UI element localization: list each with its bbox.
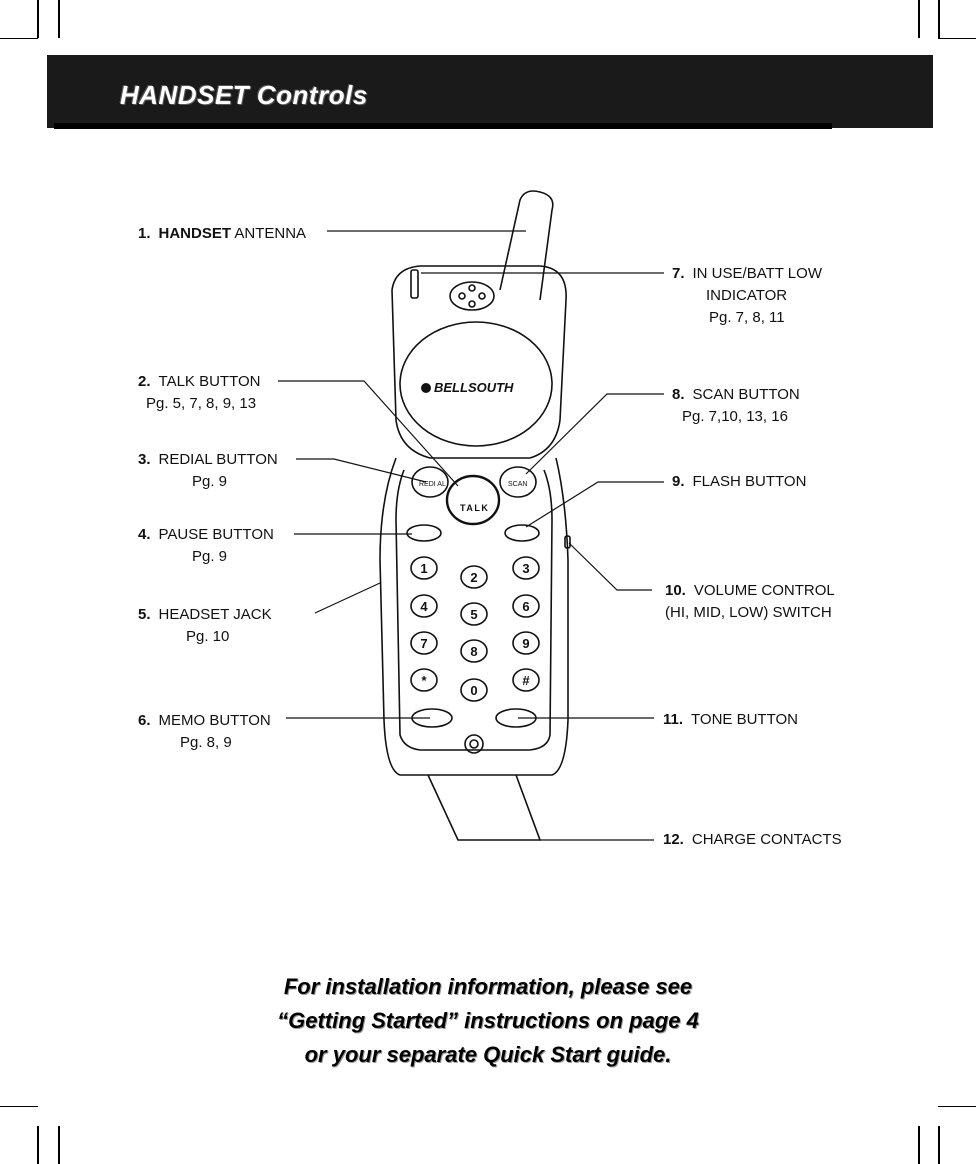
talk-key-label: TALK <box>460 503 489 513</box>
callout-6: 6.MEMO BUTTON Pg. 8, 9 <box>138 712 271 751</box>
callout-7: 7.IN USE/BATT LOW INDICATOR Pg. 7, 8, 11 <box>672 265 822 326</box>
charge-contacts <box>427 774 542 841</box>
key-star: * <box>421 673 427 688</box>
volume-switch <box>564 535 571 549</box>
keypad-keys <box>410 556 540 702</box>
speaker-grille <box>449 281 495 311</box>
keypad-panel <box>395 469 553 751</box>
key-2: 2 <box>470 570 477 585</box>
key-3: 3 <box>522 561 529 576</box>
earpiece-window <box>399 321 553 447</box>
key-0: 0 <box>470 683 477 698</box>
callout-1: 1.HANDSET ANTENNA <box>138 225 307 242</box>
antenna <box>499 190 554 301</box>
callout-4: 4.PAUSE BUTTON Pg. 9 <box>138 526 274 565</box>
installation-note-line-3: or your separate Quick Start guide. <box>304 1042 672 1067</box>
handset-lower-body <box>379 457 569 776</box>
callout-3: 3.REDIAL BUTTON Pg. 9 <box>138 451 278 490</box>
microphone <box>464 734 484 754</box>
crop-mark <box>58 0 60 38</box>
callout-11: 11.TONE BUTTON <box>663 711 798 728</box>
crop-mark <box>0 38 38 39</box>
in-use-led <box>410 269 419 299</box>
callout-8: 8.SCAN BUTTON Pg. 7,10, 13, 16 <box>672 386 800 425</box>
callout-9: 9.FLASH BUTTON <box>672 473 807 490</box>
header-bar <box>47 55 933 128</box>
crop-mark <box>58 1126 60 1164</box>
crop-mark <box>938 38 976 39</box>
callout-10: 10.VOLUME CONTROL (HI, MID, LOW) SWITCH <box>665 582 835 621</box>
key-5: 5 <box>470 607 477 622</box>
handset-upper-body <box>391 265 567 459</box>
scan-button-shape <box>499 466 537 498</box>
crop-mark <box>938 1126 940 1164</box>
key-4: 4 <box>420 599 428 614</box>
installation-note: For installation information, please see… <box>0 970 976 1072</box>
installation-note-line-1: For installation information, please see <box>283 974 693 999</box>
callout-5: 5.HEADSET JACK Pg. 10 <box>138 606 272 645</box>
brand-logo: BELLSOUTH <box>434 380 514 395</box>
redial-key-label: REDI AL <box>419 481 446 488</box>
key-8: 8 <box>470 644 477 659</box>
crop-mark <box>938 1106 976 1107</box>
callout-12: 12.CHARGE CONTACTS <box>663 831 842 848</box>
key-1: 1 <box>420 561 427 576</box>
leader-lines <box>278 230 664 841</box>
header-shadow <box>54 123 832 129</box>
redial-button-shape <box>411 466 449 498</box>
crop-mark <box>918 1126 920 1164</box>
crop-mark <box>37 0 39 38</box>
flash-button-shape <box>504 524 540 542</box>
key-hash: # <box>522 673 530 688</box>
callout-2: 2.TALK BUTTON Pg. 5, 7, 8, 9, 13 <box>138 373 261 412</box>
crop-mark <box>37 1126 39 1164</box>
pause-button-shape <box>406 524 442 542</box>
key-6: 6 <box>522 599 529 614</box>
crop-mark <box>918 0 920 38</box>
brand-bell-icon <box>421 383 431 393</box>
key-9: 9 <box>522 636 529 651</box>
crop-mark <box>938 0 940 38</box>
key-7: 7 <box>420 636 427 651</box>
installation-note-line-2: “Getting Started” instructions on page 4 <box>277 1008 699 1033</box>
talk-button-shape <box>445 474 501 526</box>
crop-mark <box>0 1106 38 1107</box>
scan-key-label: SCAN <box>508 481 527 488</box>
page-title: HANDSET Controls <box>120 80 368 110</box>
